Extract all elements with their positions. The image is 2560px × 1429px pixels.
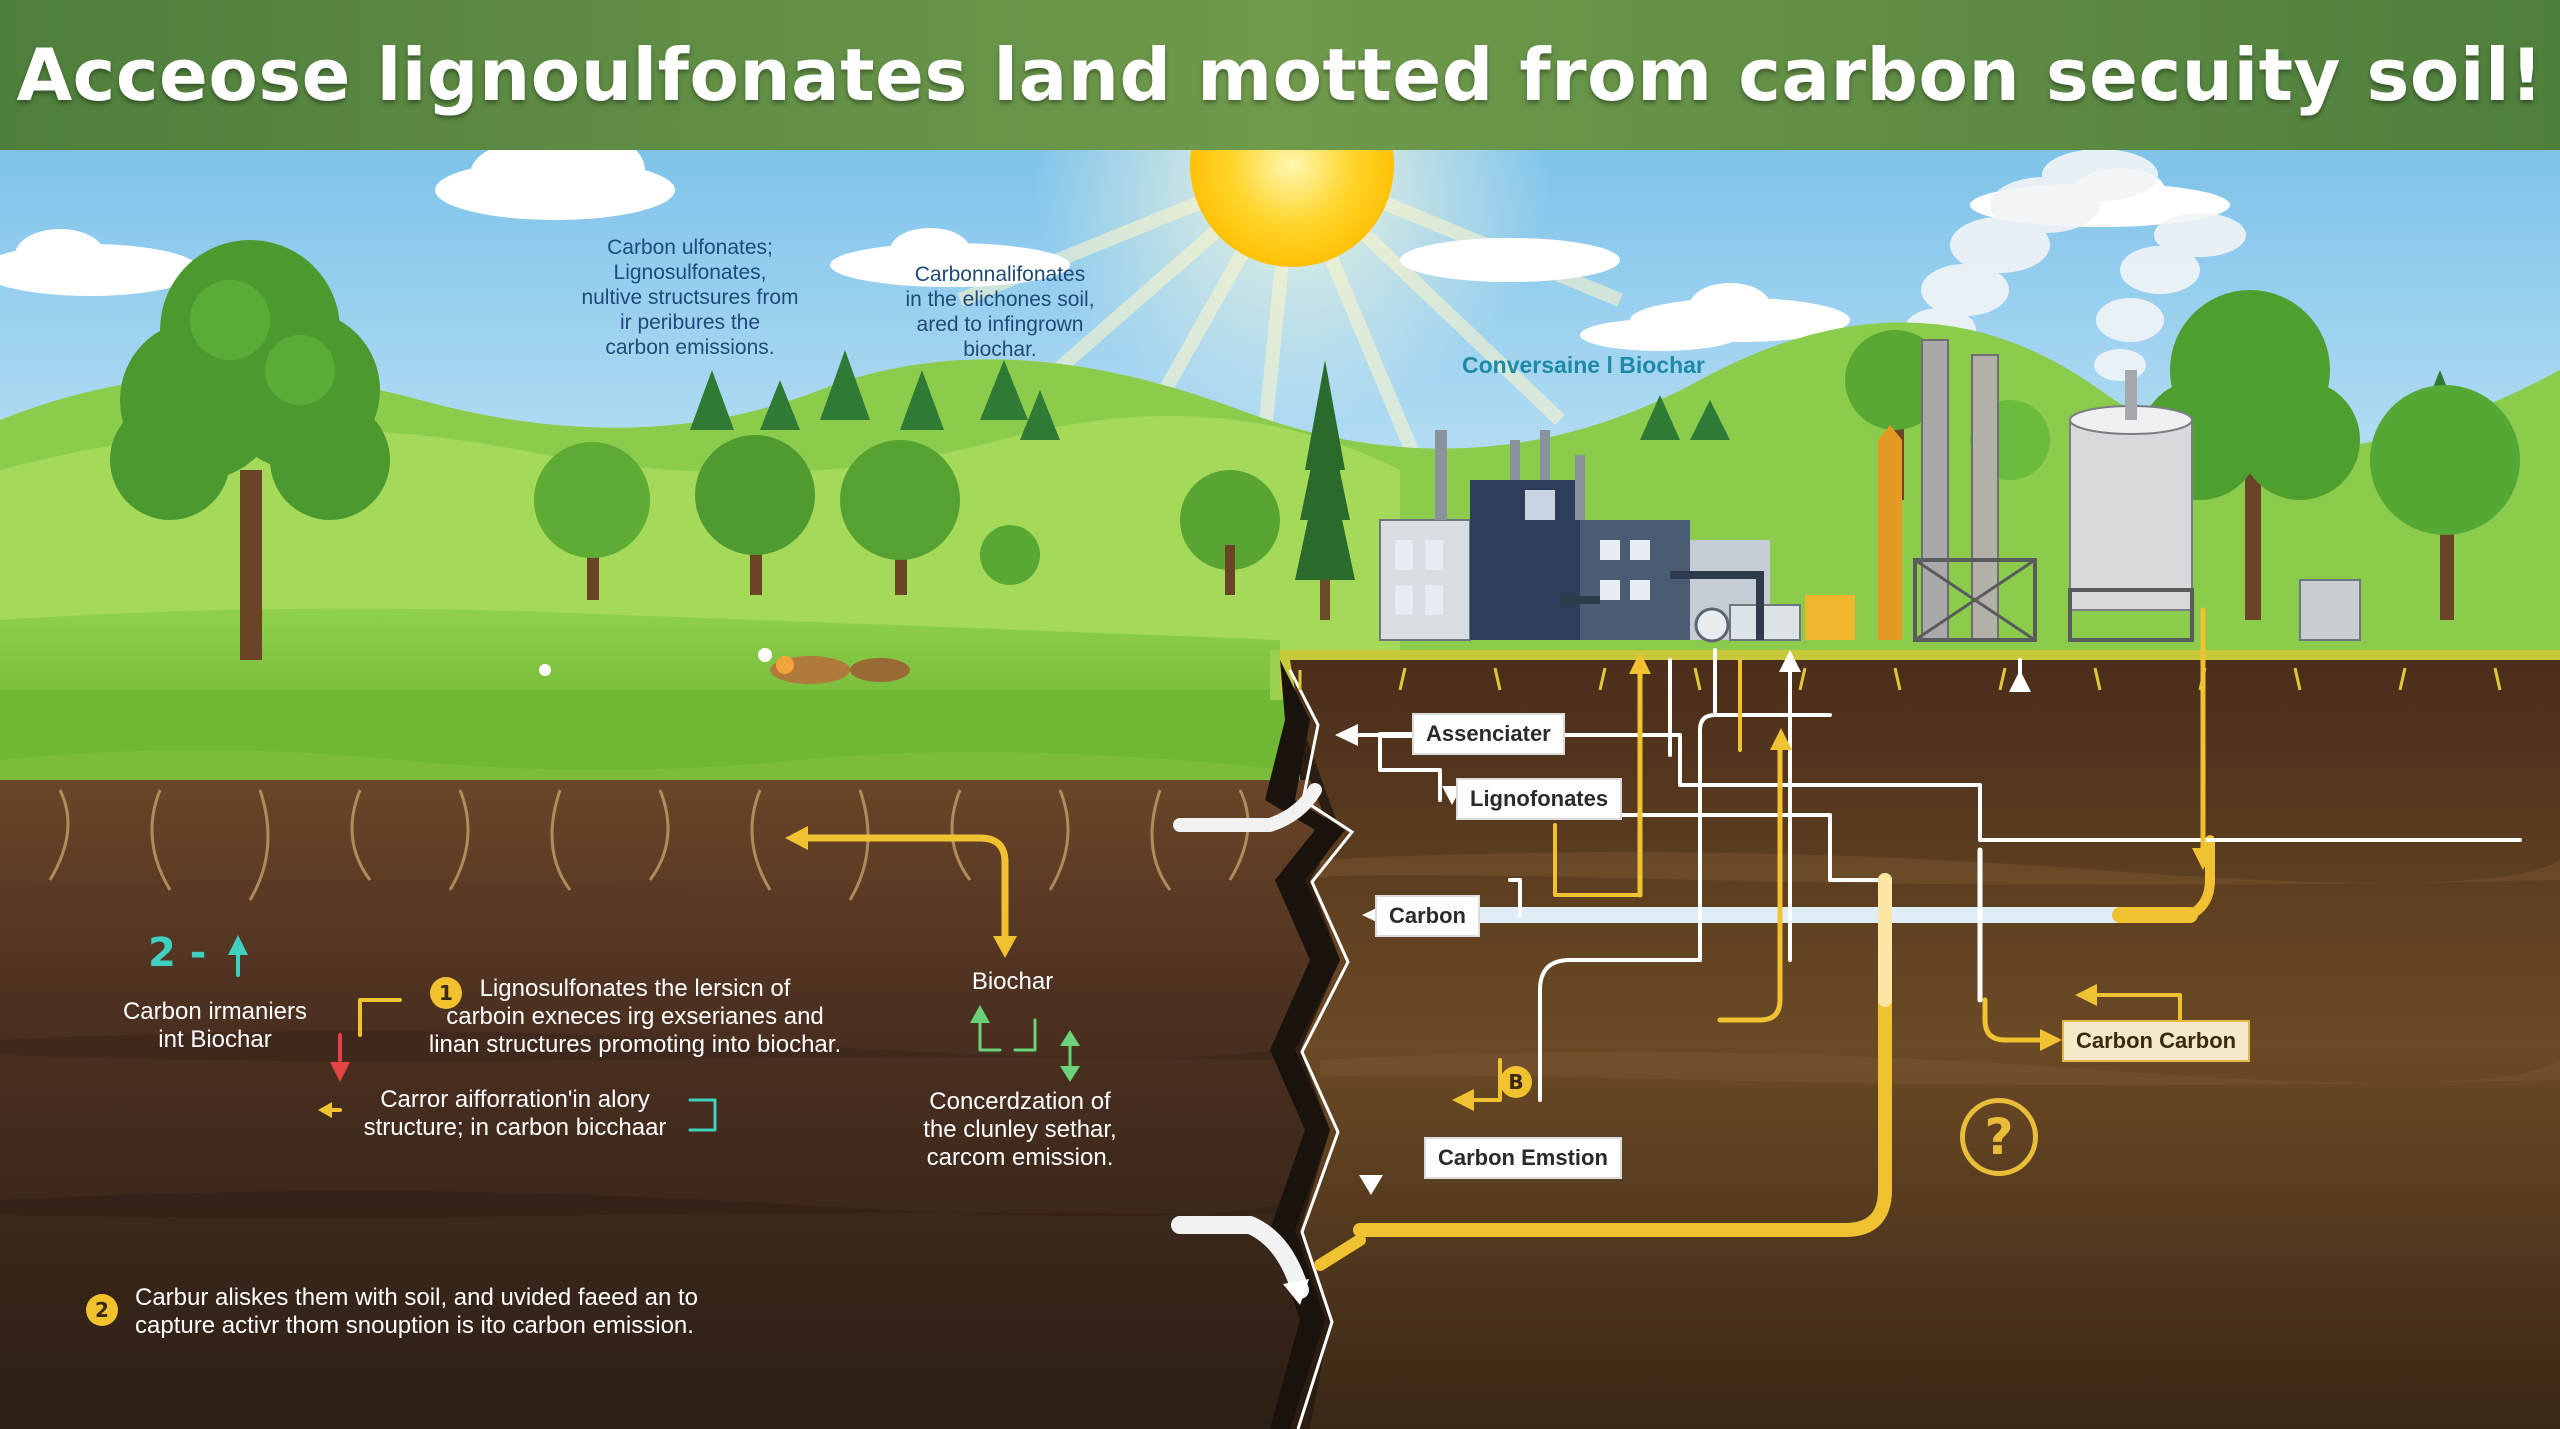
text-line: int Biochar [158, 1026, 272, 1053]
carbur-text: Carbur aliskes them with soil, and uvide… [135, 1284, 855, 1340]
step-badge-2: 2 [86, 1294, 118, 1326]
text-line: linan structures promoting into biochar. [428, 1031, 842, 1058]
text-line: Lignosulfonates the lersicn of [479, 975, 791, 1002]
text-line: Concerdzation of [929, 1088, 1111, 1115]
text-line: capture activr thom snouption is ito car… [135, 1312, 694, 1339]
sky-note-right-line: Carbonnalifonates [914, 263, 1086, 286]
badge-b: B [1500, 1066, 1532, 1098]
sky-note-left-line: Carbon ulfonates; [607, 236, 773, 259]
step-number: 2 - [148, 930, 207, 976]
page-title: Accеose lignoulfonates land motted from … [16, 33, 2544, 117]
sky-note-left-line: ir peribures the [619, 311, 761, 334]
plant-label: Conversaine l Biochar [1462, 352, 1705, 378]
title-bar: Accеose lignoulfonates land motted from … [0, 0, 2560, 150]
carbon-biochar-text: Carbon irmaniers int Biochar [95, 998, 335, 1054]
sky-note-right-line: in the elichones soil, [905, 288, 1095, 311]
carror-text: Carror aifforration'in alory structure; … [335, 1086, 695, 1142]
text-line: Carror aifforration'in alory [380, 1086, 650, 1113]
biochar-label: Biochar [971, 968, 1054, 995]
sky-note-right: Carbonnalifonates in the elichones soil,… [880, 262, 1120, 362]
label-lignofonates: Lignofonates [1456, 778, 1623, 820]
concerdzation-text: Concerdzation of the clunley sethar, car… [895, 1088, 1145, 1172]
text-line: structure; in carbon bicchaar [363, 1114, 667, 1141]
sky-note-right-line: ared to infingrown [916, 313, 1084, 336]
sky-note-left: Carbon ulfonates; Lignosulfonates, nulti… [560, 235, 820, 360]
sky-note-left-line: nultive structsures from [581, 286, 799, 309]
question-icon: ? [1960, 1098, 2038, 1176]
label-associater: Assenciater [1412, 713, 1565, 755]
sky-note-left-line: Lignosulfonates, [613, 261, 767, 284]
sky-note-left-line: carbon emissions. [605, 336, 775, 359]
text-line: carcom emission. [926, 1144, 1114, 1171]
lignosulfonates-text: Lignosulfonates the lersicn of carboin e… [395, 975, 875, 1059]
text-line: Carbon irmaniers [122, 998, 308, 1025]
label-carbon-emission: Carbon Emstion [1424, 1137, 1622, 1179]
step-badge-1: 1 [430, 977, 462, 1009]
sky-note-right-line: biochar. [963, 338, 1037, 361]
label-carbon-carbon: Carbon Carbon [2062, 1020, 2251, 1062]
text-line: the clunley sethar, [923, 1116, 1117, 1143]
label-carbon: Carbon [1375, 895, 1480, 937]
text-line: carboin exneces irg exserianes and [446, 1003, 824, 1030]
text-line: Carbur aliskes them with soil, and uvide… [135, 1284, 698, 1311]
